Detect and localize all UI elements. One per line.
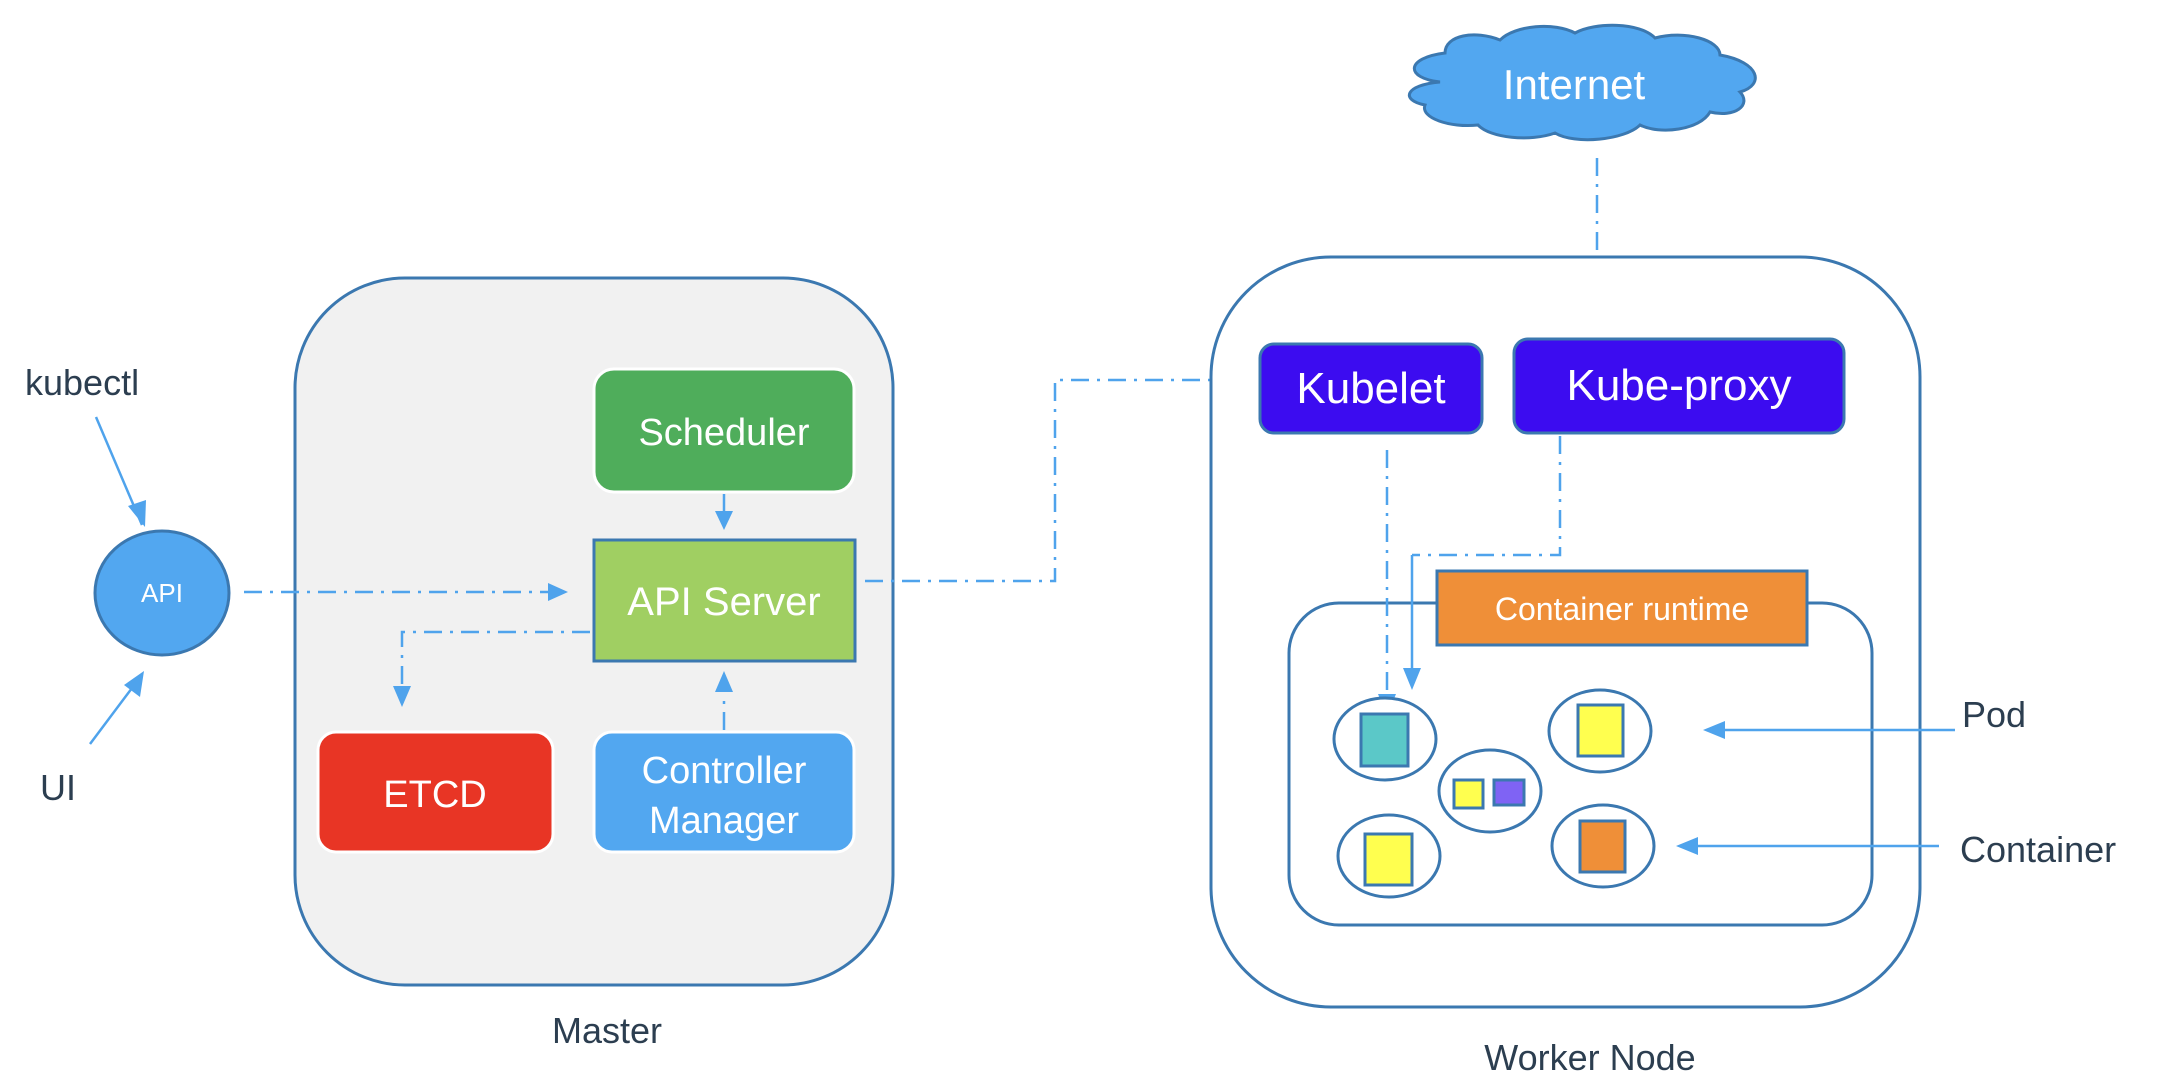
pod-teal[interactable] <box>1332 696 1438 782</box>
pod-yellow-bottom-left[interactable] <box>1336 813 1442 899</box>
clients: kubectl UI API <box>25 362 231 808</box>
container-teal <box>1359 712 1410 768</box>
master-connections <box>244 378 1230 730</box>
controller-manager-label-line2: Manager <box>649 800 799 842</box>
arrowhead-kubeproxy-to-pod <box>1403 668 1421 690</box>
container-yellow-small <box>1452 778 1485 810</box>
arrowhead-ui-to-api <box>124 671 144 697</box>
api-server-label: API Server <box>627 580 820 624</box>
scheduler-component[interactable]: Scheduler <box>592 367 856 494</box>
container-runtime-component[interactable]: Container runtime <box>1435 569 1809 647</box>
kubelet-component[interactable]: Kubelet <box>1258 342 1484 435</box>
container-yellow-bottom-left <box>1363 832 1414 887</box>
pod-multi-container[interactable] <box>1437 748 1543 834</box>
legend-pod-arrowhead <box>1703 721 1725 739</box>
kube-proxy-component[interactable]: Kube-proxy <box>1512 337 1846 435</box>
internet-label: Internet <box>1503 61 1646 108</box>
kubelet-label: Kubelet <box>1296 364 1445 413</box>
container-purple-small <box>1492 778 1526 807</box>
legend-pod-label: Pod <box>1962 694 2026 735</box>
internet-cloud[interactable]: Internet <box>1407 23 1757 142</box>
scheduler-label: Scheduler <box>638 412 809 454</box>
worker-node: Worker Node Kubelet Kube-proxy Container… <box>1209 255 1922 1078</box>
api-circle[interactable]: API <box>93 529 231 657</box>
arrowhead-kubectl-to-api <box>128 500 146 527</box>
arrowhead-api-to-apiserver <box>548 583 568 601</box>
arrow-kubeproxy-to-pod <box>1412 436 1562 557</box>
arrowhead-scheduler-to-apiserver <box>715 511 733 530</box>
master-node: Master Scheduler API Server ETCD Control… <box>293 276 895 1051</box>
kubectl-label[interactable]: kubectl <box>25 362 139 403</box>
etcd-component[interactable]: ETCD <box>316 730 555 854</box>
arrow-ui-to-api <box>89 679 139 745</box>
container-runtime-label: Container runtime <box>1495 591 1749 627</box>
worker-title: Worker Node <box>1484 1037 1695 1078</box>
kube-proxy-label: Kube-proxy <box>1566 361 1791 410</box>
arrow-apiserver-to-kubelet <box>865 378 1230 583</box>
container-yellow-top-right <box>1576 703 1625 758</box>
controller-manager-label-line1: Controller <box>642 750 807 792</box>
pod-orange[interactable] <box>1550 803 1656 889</box>
legend-container-label: Container <box>1960 829 2116 870</box>
etcd-label: ETCD <box>383 774 486 816</box>
master-title: Master <box>552 1010 662 1051</box>
controller-manager-component[interactable]: Controller Manager <box>592 730 856 854</box>
arrowhead-apiserver-to-etcd <box>393 686 411 707</box>
api-circle-label: API <box>141 578 183 608</box>
pod-yellow-top-right[interactable] <box>1547 688 1653 774</box>
container-orange <box>1578 819 1627 874</box>
api-server-component[interactable]: API Server <box>592 538 857 663</box>
ui-label[interactable]: UI <box>40 767 76 808</box>
arrowhead-controller-to-apiserver <box>715 671 733 692</box>
legend: Pod Container <box>1676 694 2116 870</box>
legend-container-arrowhead <box>1676 837 1698 855</box>
arrow-apiserver-to-etcd <box>400 630 590 690</box>
